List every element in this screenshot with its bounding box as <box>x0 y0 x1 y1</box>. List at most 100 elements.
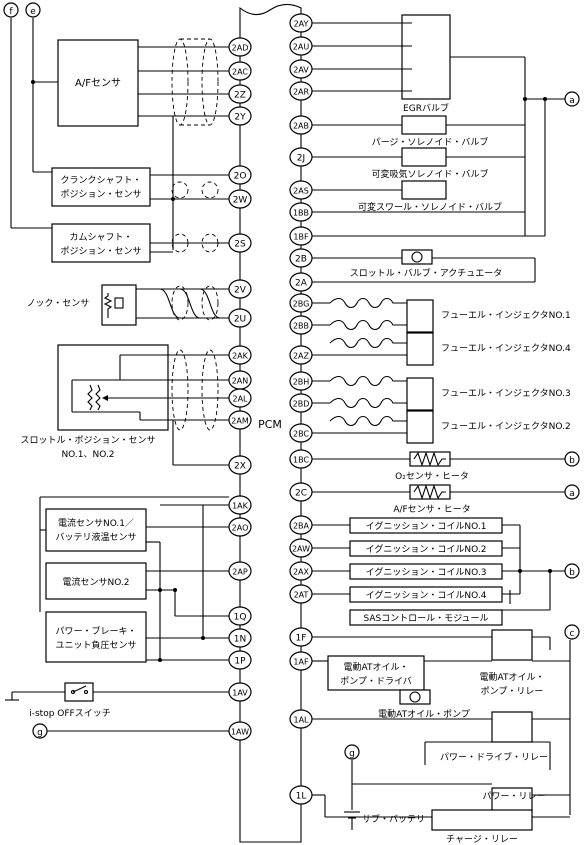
brake-sensor-box <box>45 611 147 663</box>
o2-heater-label: O₂センサ・ヒータ <box>395 471 469 482</box>
right-terminal-label: 1BC <box>293 456 309 465</box>
brake-sensor-label-1: パワー・ブレーキ・ <box>55 625 136 637</box>
component-labels: A/Fセンサ クランクシャフト・ ポジション・センサ カムシャフト・ ポジション… <box>20 77 570 845</box>
left-terminal-label: 2O <box>234 172 247 182</box>
left-terminal-label: 1AW <box>231 728 249 737</box>
tag-g-right-label: g <box>349 749 355 759</box>
right-terminal-label: 2AW <box>292 545 310 554</box>
right-terminal-label: 2BC <box>293 430 309 439</box>
left-terminal-label: 2AN <box>232 377 249 386</box>
right-terminal-label: 1AF <box>293 658 309 667</box>
right-terminal-label: 1BB <box>293 209 309 218</box>
sub-battery-label: サブ・バッテリ <box>362 813 425 825</box>
tag-f[interactable] <box>3 2 19 18</box>
left-terminal-label: 2Z <box>234 91 246 101</box>
brake-sensor-label-2: ユニット負圧センサ <box>55 639 136 651</box>
connector-tags: f e g a b a b c g <box>3 2 580 760</box>
right-terminal-label: 1BF <box>293 233 309 242</box>
sas-module-box <box>349 609 503 626</box>
at-pump-driver-label-2: ポンプ・ドライバ <box>340 676 412 687</box>
current-sensor-2-box <box>45 562 147 600</box>
right-terminal-label: 2AB <box>293 122 309 131</box>
power-drive-relay-label: パワー・ドライブ・リレー <box>440 751 548 763</box>
cam-sensor-label-2: ポジション・センサ <box>60 246 141 257</box>
injector-1-box <box>406 299 434 333</box>
left-terminal-label: 2AC <box>232 68 248 77</box>
right-terminal-label: 2J <box>297 154 305 164</box>
tag-b-bottom[interactable] <box>564 563 580 579</box>
af-heater-label: A/Fセンサ・ヒータ <box>393 504 470 515</box>
right-terminal-label: 2AY <box>294 20 309 29</box>
right-terminal-label: 2AS <box>293 187 309 196</box>
af-sensor-label: A/Fセンサ <box>75 77 121 89</box>
left-terminal-label: 1P <box>234 657 246 667</box>
pcm-body: PCM <box>239 3 302 843</box>
right-terminal-column: 2AY2AU2AV2AR2AB2J2AS1BB1BF2B2A2BG2BB2AZ2… <box>289 13 313 805</box>
tag-g-left[interactable] <box>32 723 48 739</box>
tag-a-top-label: a <box>569 96 575 106</box>
throttle-sensor-label-1: スロットル・ポジション・センサ <box>20 435 155 446</box>
right-terminal-label: 1F <box>296 634 307 644</box>
purge-valve-box <box>401 115 447 135</box>
current-sensor-1-box <box>45 508 147 552</box>
injector-3-box <box>406 377 434 411</box>
left-terminal-label: 2AD <box>232 44 249 53</box>
throttle-sensor-label-2: NO.1、NO.2 <box>61 450 114 460</box>
right-terminal-label: 2AR <box>293 88 310 97</box>
crank-sensor-label-1: クランクシャフト・ <box>60 175 141 186</box>
left-terminal-label: 1AK <box>232 502 249 511</box>
left-terminal-label: 2S <box>234 240 246 250</box>
egr-valve-label: EGRバルブ <box>403 102 449 114</box>
variable-intake-valve-box <box>401 147 447 167</box>
power-relay-box <box>491 787 533 813</box>
throttle-position-sensor-box <box>57 344 169 431</box>
ignition-coil-1-label: イグニッション・コイルNO.1 <box>366 520 487 532</box>
right-terminal-label: 2A <box>295 279 308 289</box>
right-terminal-label: 1L <box>296 792 307 802</box>
tag-g-right[interactable] <box>344 744 360 760</box>
left-terminal-label: 2AO <box>232 524 249 533</box>
variable-swirl-valve-box <box>401 180 447 200</box>
cam-sensor-label-1: カムシャフト・ <box>69 232 132 243</box>
charge-relay-label: チャージ・リレー <box>446 834 518 845</box>
right-terminal-label: 2AT <box>294 591 309 600</box>
istop-switch-box[interactable] <box>64 682 94 702</box>
current-sensor-1-label-2: バッテリ液温センサ <box>55 531 136 543</box>
left-terminal-label: 1Q <box>234 613 247 623</box>
crank-sensor-label-2: ポジション・センサ <box>60 189 141 200</box>
right-terminal-label: 2AX <box>293 568 310 577</box>
injector-4-box <box>406 332 434 366</box>
left-wiring <box>5 18 229 732</box>
right-terminal-label: 2C <box>295 489 307 499</box>
tag-a-top[interactable] <box>564 91 580 107</box>
ignition-coil-3-label: イグニッション・コイルNO.3 <box>366 566 487 578</box>
left-terminal-label: 2Y <box>234 113 246 123</box>
tag-e[interactable] <box>25 2 41 18</box>
tag-c-label: c <box>570 629 575 639</box>
left-terminal-label: 2AK <box>232 352 249 361</box>
tag-a-bottom[interactable] <box>564 484 580 500</box>
left-terminal-label: 2AM <box>231 417 249 426</box>
knock-sensor-label: ノック・センサ <box>27 298 90 309</box>
left-terminal-label: 2V <box>234 286 247 296</box>
tag-b-top-label: b <box>569 456 575 466</box>
left-terminal-label: 1AV <box>232 689 248 698</box>
right-terminal-label: 2AZ <box>293 352 310 361</box>
left-terminal-label: 2AL <box>232 395 248 404</box>
tag-f-label: f <box>9 7 13 17</box>
left-terminal-label: 2U <box>234 315 246 325</box>
tag-b-bottom-label: b <box>569 568 575 578</box>
injector-4-label: フューエル・インジェクタNO.4 <box>441 343 571 354</box>
tag-b-top[interactable] <box>564 451 580 467</box>
throttle-actuator-label: スロットル・バルブ・アクチュエータ <box>350 267 503 279</box>
tag-c[interactable] <box>564 624 580 640</box>
current-sensor-2-label: 電流センサNO.2 <box>62 576 129 588</box>
sas-module-label: SASコントロール・モジュール <box>363 614 488 624</box>
charge-relay-box <box>431 809 533 831</box>
variable-intake-valve-label: 可変吸気ソレノイド・バルブ <box>371 168 488 180</box>
at-pump-driver-box <box>327 655 425 691</box>
istop-switch-label: i-stop OFFスイッチ <box>29 708 110 719</box>
left-terminal-label: 2W <box>233 196 248 206</box>
injector-3-label: フューエル・インジェクタNO.3 <box>441 388 571 399</box>
